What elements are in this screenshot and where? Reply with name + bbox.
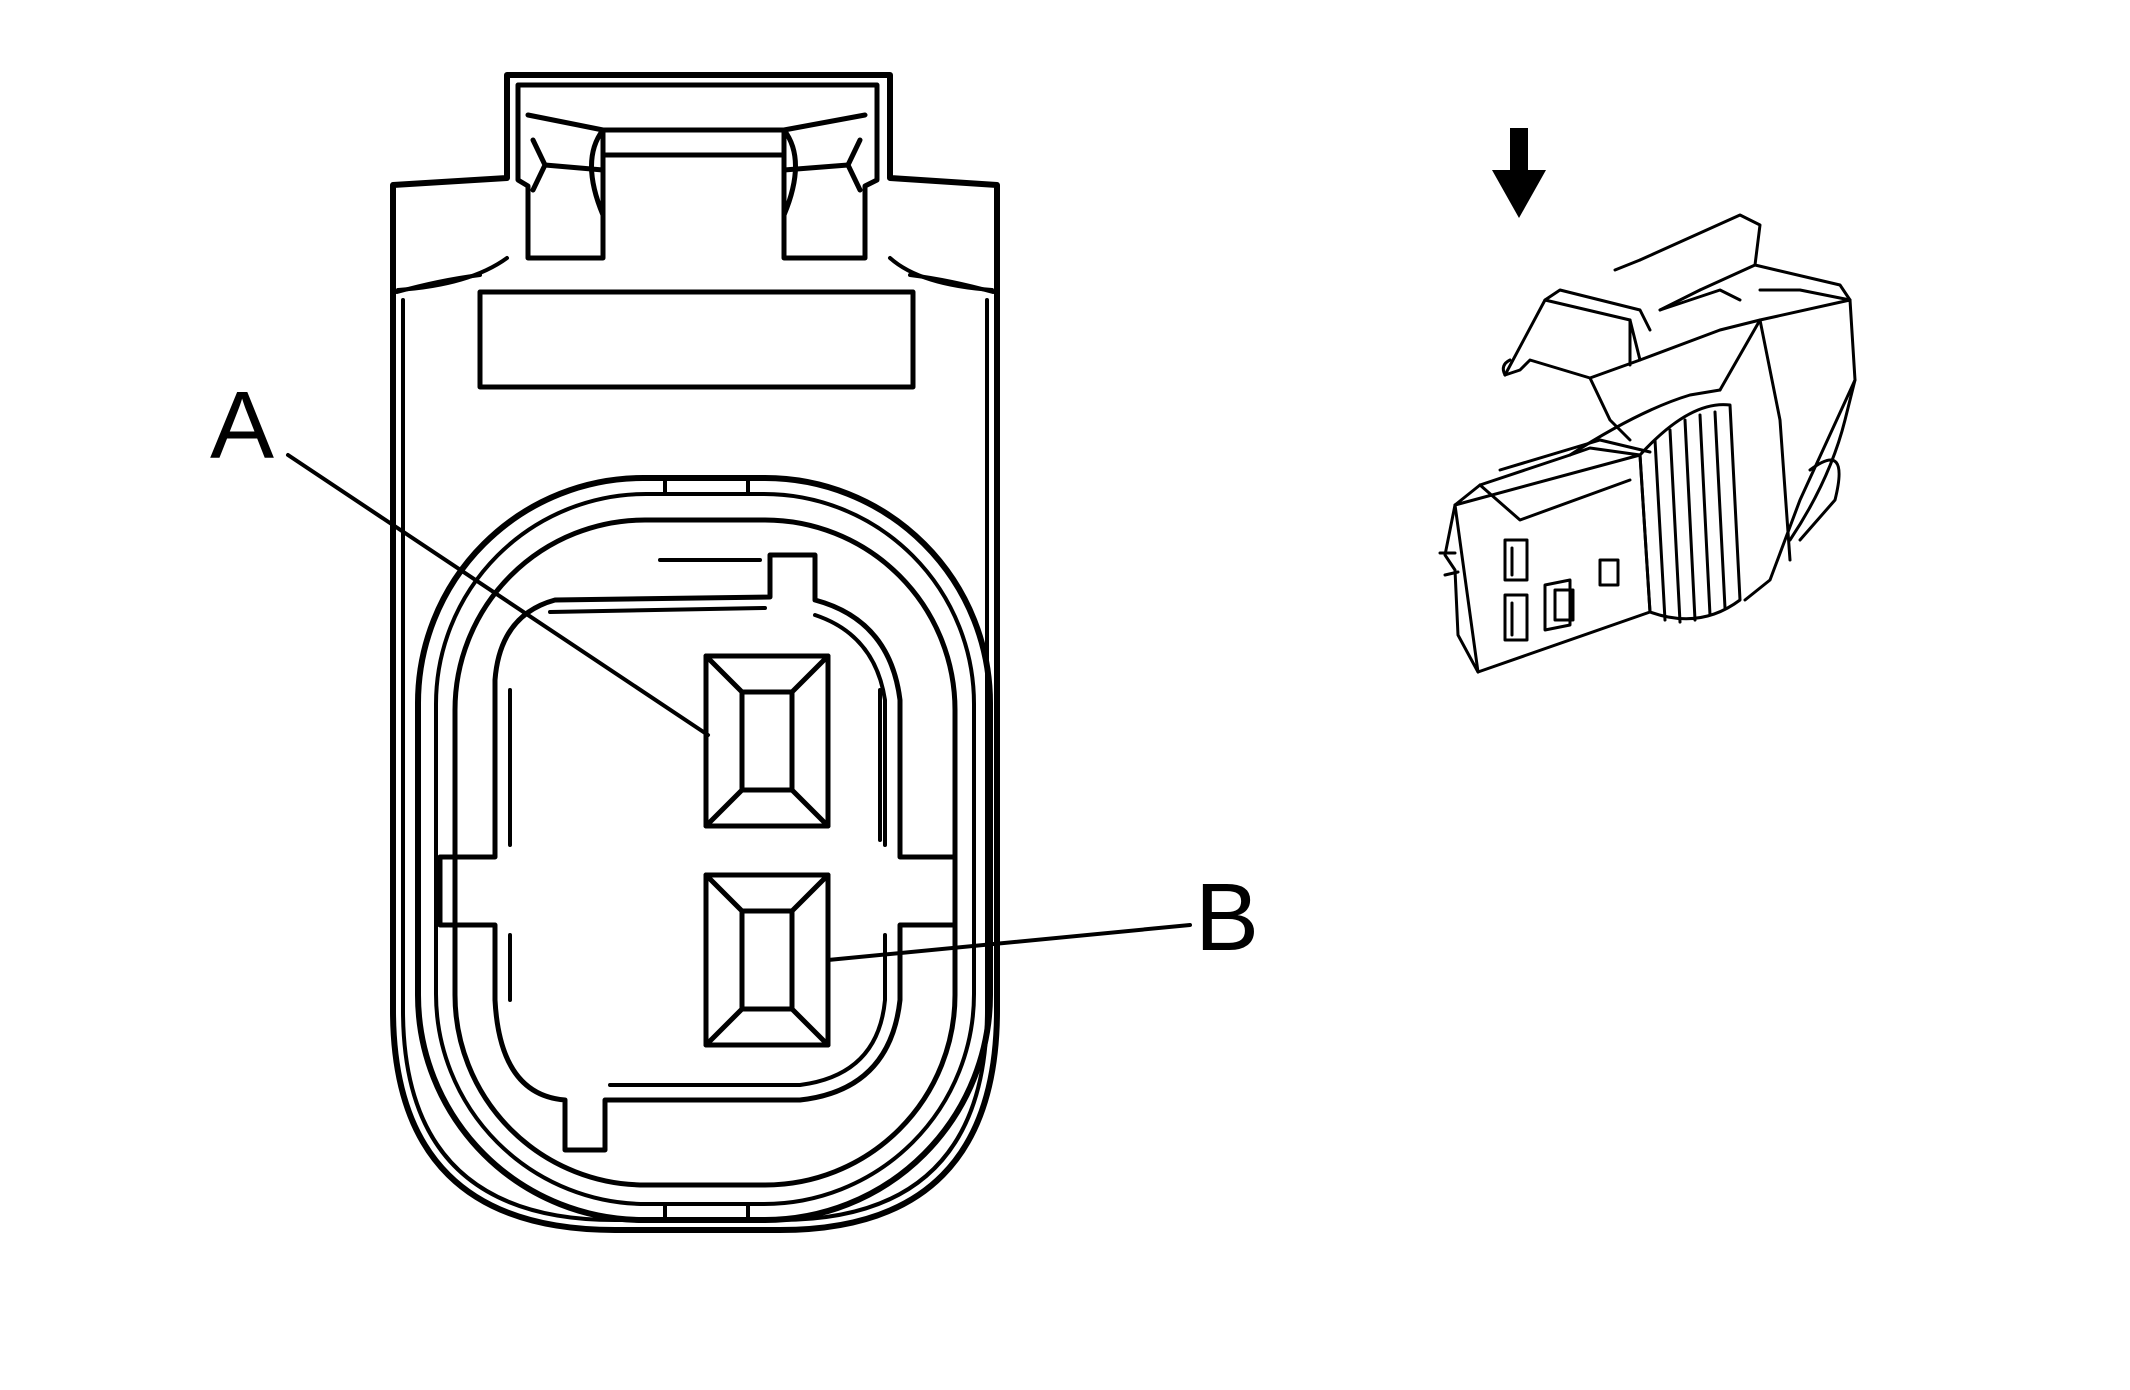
seal-ribs <box>1638 410 1727 624</box>
housing-shoulders <box>396 256 994 292</box>
seal-inner <box>452 517 958 1188</box>
seal-middle <box>434 492 976 1206</box>
front-window-1 <box>1553 588 1575 622</box>
cavity-body <box>437 552 958 1153</box>
top-latch-3d <box>1503 298 1762 377</box>
front-window-2 <box>1598 558 1620 587</box>
callout-a: A <box>210 372 275 479</box>
housing-outline <box>390 72 1000 1233</box>
seal-outer <box>415 475 993 1223</box>
top-latch <box>515 82 880 261</box>
connector-3d-view <box>1438 213 1857 674</box>
connector-face-view <box>286 72 1192 1233</box>
down-arrow-icon <box>1492 128 1546 218</box>
front-cavity-2 <box>1503 593 1529 642</box>
terminal-a <box>703 653 831 829</box>
terminal-b <box>703 872 831 1048</box>
callout-b: B <box>1195 864 1260 971</box>
seal-notch-top <box>663 476 750 496</box>
cavity-keyway <box>658 558 882 842</box>
leader-line-a <box>286 453 710 737</box>
leader-line-b <box>826 923 1192 962</box>
latch-window <box>477 289 916 390</box>
housing-inner-edge <box>395 273 995 1222</box>
cavity-inner-line <box>508 606 887 1087</box>
seal-notch-bottom <box>663 1203 750 1222</box>
front-cavity-1 <box>1503 538 1529 582</box>
